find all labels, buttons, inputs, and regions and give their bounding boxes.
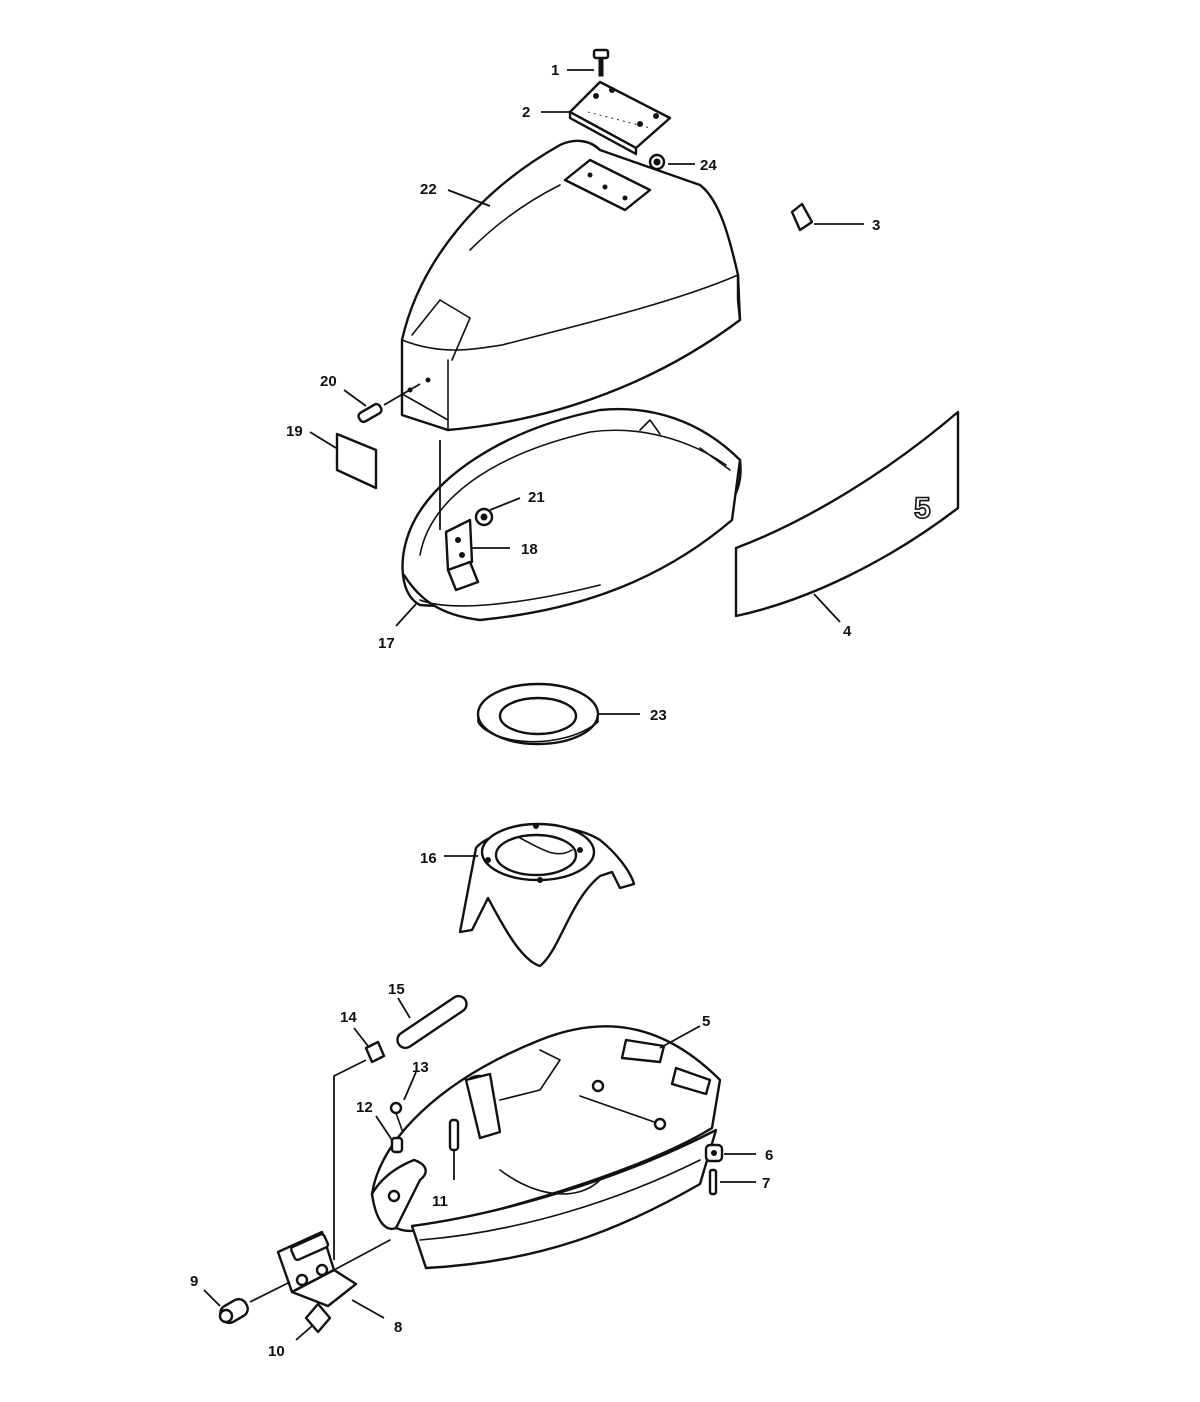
callout-5: 5	[702, 1013, 710, 1030]
callout-6: 6	[765, 1147, 773, 1164]
callout-15: 15	[388, 981, 405, 998]
callout-23: 23	[650, 707, 667, 724]
callout-1: 1	[551, 62, 559, 79]
part-1-screw	[592, 48, 610, 77]
part-20-pin	[357, 383, 421, 424]
part-6-knob	[704, 1143, 724, 1163]
part-9-screw	[218, 1281, 291, 1325]
callout-2: 2	[522, 104, 530, 121]
part-17-seal-frame	[401, 407, 742, 622]
callout-17: 17	[378, 635, 395, 652]
callout-20: 20	[320, 373, 337, 390]
part-7-bolt	[708, 1168, 718, 1196]
callout-14: 14	[340, 1009, 357, 1026]
callout-13: 13	[412, 1059, 429, 1076]
part-18-latch	[439, 440, 480, 592]
part-23-ring-seal	[476, 682, 600, 746]
callout-21: 21	[528, 489, 545, 506]
part-12-spring	[390, 1136, 404, 1154]
callout-18: 18	[521, 541, 538, 558]
leader-lines	[203, 69, 864, 1341]
part-13-screw	[389, 1101, 403, 1131]
part-3-decal	[790, 202, 814, 232]
callout-7: 7	[762, 1175, 770, 1192]
callout-12: 12	[356, 1099, 373, 1116]
part-5-lower-cowl	[370, 1025, 722, 1270]
assembly-line	[333, 1059, 367, 1260]
part-22-top-cowl	[400, 139, 742, 432]
part-10-decal	[304, 1302, 332, 1334]
callout-24: 24	[700, 157, 717, 174]
part-8-latch-bracket	[276, 1230, 391, 1308]
callout-9: 9	[190, 1273, 198, 1290]
callout-22: 22	[420, 181, 437, 198]
callout-19: 19	[286, 423, 303, 440]
part-24-nut	[648, 153, 666, 171]
part-2-plate	[568, 80, 672, 156]
callout-labels: 1 2 3 4 5 6 7 8 9 10 11 12 13 14 15 16 1…	[190, 62, 880, 1360]
callout-10: 10	[268, 1343, 285, 1360]
latch-lever	[370, 1158, 427, 1231]
part-4-decal-panel: 5	[734, 410, 960, 618]
callout-4: 4	[843, 623, 852, 640]
part-19-decal	[335, 432, 378, 490]
part-11-rod	[448, 1118, 460, 1180]
part-15-tube	[396, 994, 468, 1050]
callout-16: 16	[420, 850, 437, 867]
part-21-grommet	[474, 507, 494, 527]
part-16-bracket	[458, 822, 636, 968]
callout-3: 3	[872, 217, 880, 234]
part-14-clip	[364, 1040, 386, 1064]
decal-number: 5	[914, 492, 931, 525]
callout-8: 8	[394, 1319, 402, 1336]
callout-11: 11	[432, 1193, 448, 1210]
